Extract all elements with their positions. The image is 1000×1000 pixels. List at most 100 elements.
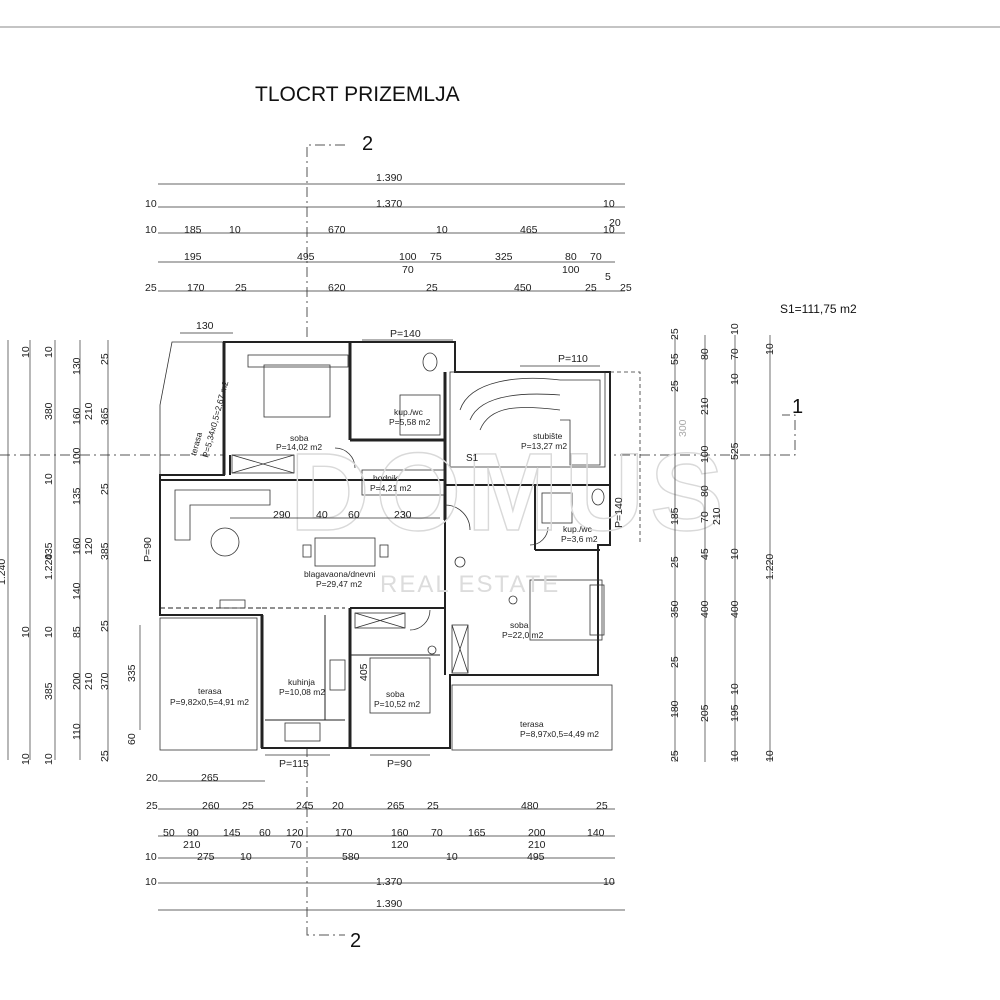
dim-bot-r2b: 210 [528,839,546,851]
room-name-soba-s: soba [386,689,405,699]
dim-bot-r3: 10 [446,851,458,863]
dim-bot-r2: 90 [187,827,199,839]
height-405: 405 [358,663,370,681]
section-axis-2 [306,144,345,936]
dim-right-c1: 25 [669,656,681,668]
dim-top-r5: 25 [145,282,157,294]
dim-right-c2: 210 [699,397,711,415]
dim-top-r3: 10 [603,224,615,236]
room-area-kuhinja: P=10,08 m2 [279,687,325,697]
dim-right-total: 1.220 [764,554,776,580]
dim-right-c3: 10 [729,750,741,762]
room-area-soba-e: P=22,0 m2 [502,630,544,640]
dim-left-c2: 100 [71,447,83,465]
room-area-kupwc-n: P=5,58 m2 [389,417,431,427]
dim-top-r5: 25 [426,282,438,294]
dim-right-c2: 80 [699,348,711,360]
terrace-sw-outline [159,617,258,751]
dim-left-c3: 120 [83,537,95,555]
dim-right-c1: 25 [669,556,681,568]
room-area-stubiste: P=13,27 m2 [521,441,567,451]
section-mark-right: 1 [792,396,803,418]
dim-bot-r0: 20 [146,772,158,784]
dim-left-c2: 160 [71,537,83,555]
dim-right-c2: 205 [699,704,711,722]
dim-right-c3: 10 [729,323,741,335]
dim-top-r3: 10 [229,224,241,236]
dim-bot-r2: 70 [431,827,443,839]
dim-left-c4: 25 [99,750,111,762]
dim-right-c1: 25 [669,328,681,340]
room-name-stubiste: stubište [533,431,563,441]
dim-bot-r4: 10 [603,876,615,888]
dimensions-top: 1.390 10 1.370 10 10 185 10 670 10 465 1… [145,172,632,294]
dim-left-c2: 160 [71,407,83,425]
dim-bot-r1: 25 [596,800,608,812]
dim-left-c4: 365 [99,407,111,425]
watermark-logo: DOMUS [290,431,729,554]
dim-top-r4: 325 [495,251,513,263]
room-name-hodnik: hodnik [373,473,399,483]
dim-left-c2: 85 [71,626,83,638]
plan-title: TLOCRT PRIZEMLJA [255,83,460,106]
dim-top-r4: 495 [297,251,315,263]
dim-top-r3: 20 [609,217,621,229]
section-mark-top: 2 [362,133,373,155]
room-name-kuhinja: kuhinja [288,677,315,687]
dim-bot-r1: 25 [146,800,158,812]
room-area-soba-s: P=10,52 m2 [374,699,420,709]
dim-top-r4: 100 [562,264,580,276]
dim-top-r3: 465 [520,224,538,236]
dim-left-c1: 10 [43,473,55,485]
dim-bot-r1: 480 [521,800,539,812]
dim-bot-r3: 10 [240,851,252,863]
dim-left-c1: 10 [20,626,32,638]
dim-left-c1: 385 [43,682,55,700]
opening-p90-bottom: P=90 [387,758,412,770]
dim-bot-r2: 60 [259,827,271,839]
dim-top-r5: 620 [328,282,346,294]
dim-bot-r2: 170 [335,827,353,839]
dim-left-c3: 210 [83,672,95,690]
dim-left-edge: 1.240 [0,559,8,585]
dim-top-r3: 10 [145,224,157,236]
dim-left-c2: 110 [71,723,83,740]
room-name-kupwc-e: kup./wc [563,524,593,534]
dim-left-c1: 435 [43,542,55,560]
dim-right-c3: 195 [729,704,741,722]
dim-left-c0: 10 [43,753,55,765]
dim-top-r2: 10 [145,198,157,210]
dim-right-c3: 10 [729,373,741,385]
height-60: 60 [126,733,138,745]
dim-bot-r2b: 120 [391,839,409,851]
dim-left-c0: 10 [43,626,55,638]
dim-right-c2: 100 [699,445,711,463]
dim-top-total: 1.390 [376,172,402,184]
dim-top-r5: 25 [620,282,632,294]
room-name-terasa-se: terasa [520,719,544,729]
dim-right-c3: 10 [729,683,741,695]
dim-right-c3: 70 [729,348,741,360]
stair-mark: S1 [466,453,479,464]
dim-right-c1: 25 [669,750,681,762]
dim-bot-r2: 200 [528,827,546,839]
dim-right-c6: 10 [764,750,776,762]
dim-bot-r1: 245 [296,800,314,812]
total-area-label: S1=111,75 m2 [780,302,857,316]
interior-dimensions: 290 40 60 230 [230,509,440,521]
room-name-soba-e: soba [510,620,529,630]
dim-top-r5: 170 [187,282,205,294]
dim-left-c4: 370 [99,672,111,690]
dimensions-left: 1.240 10 10 10 10 380 10 435 10 385 10 1… [0,340,111,765]
dim-right-c1: 55 [669,353,681,365]
dim-bot-r2: 145 [223,827,241,839]
int-dim-40: 40 [316,509,328,521]
dim-left-c1: 10 [20,753,32,765]
dim-bot-r4: 1.370 [376,876,402,888]
dim-bot-r2b: 210 [183,839,201,851]
dim-left-c2: 135 [71,487,83,505]
int-dim-60: 60 [348,509,360,521]
dim-bot-r1: 25 [427,800,439,812]
dim-bot-r2b: 70 [290,839,302,851]
dim-right-c2: 400 [699,600,711,618]
